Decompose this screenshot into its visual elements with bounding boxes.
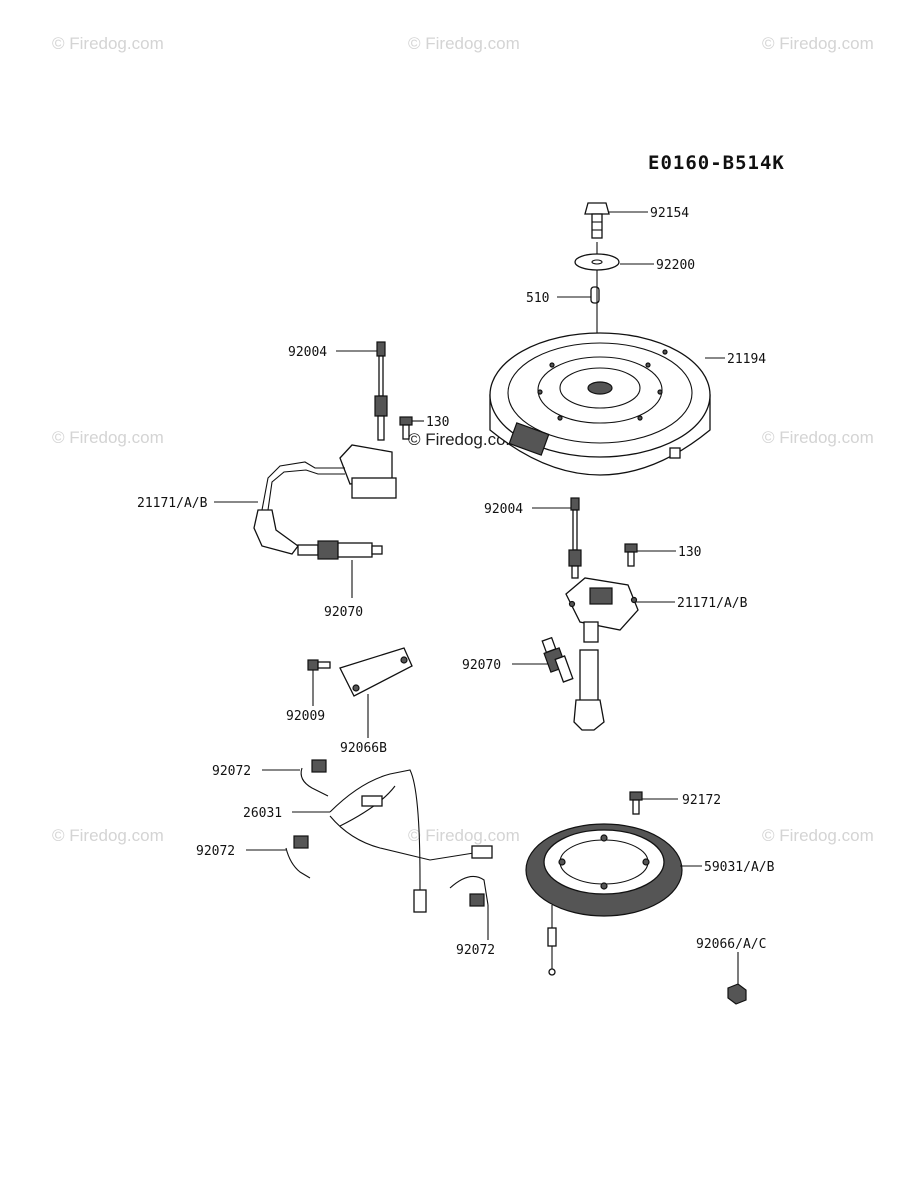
label-130-mid: 130 [678,545,701,560]
label-92072-b: 92072 [196,844,235,859]
bolt-92004-top[interactable] [374,341,388,441]
label-92072-c: 92072 [456,943,495,958]
label-21194: 21194 [727,352,766,367]
ignition-coil-right[interactable] [565,577,639,731]
label-130-top: 130 [426,415,449,430]
watermark: © Firedog.com [762,34,874,53]
leader-lines [214,211,739,984]
watermark: © Firedog.com [52,34,164,53]
label-92070-right: 92070 [462,658,501,673]
screw-130-top[interactable] [399,416,413,440]
watermark-center: © Firedog.com [408,430,520,449]
watermark: © Firedog.com [408,826,520,845]
clamp-92072-a[interactable] [300,759,329,797]
bolt-92004-mid[interactable] [568,497,582,579]
label-92066: 92066/A/C [696,937,766,952]
watermark: © Firedog.com [762,826,874,845]
stator-59031[interactable] [525,823,683,976]
clamp-92072-c[interactable] [449,875,489,907]
clamp-92072-b[interactable] [285,835,311,879]
label-92200: 92200 [656,258,695,273]
spark-plug-92070-left[interactable] [297,540,383,560]
label-92004-mid: 92004 [484,502,523,517]
label-92009: 92009 [286,709,325,724]
label-92172: 92172 [682,793,721,808]
label-21171-left: 21171/A/B [137,496,208,511]
plate-92066B[interactable] [339,647,413,697]
nut-92066[interactable] [727,983,747,1005]
label-92066B: 92066B [340,741,387,756]
diagram-code: E0160-B514K [648,152,785,174]
key-510[interactable] [590,286,600,304]
label-59031: 59031/A/B [704,860,775,875]
screw-130-mid[interactable] [624,543,638,567]
bolt-92154[interactable] [584,202,610,239]
label-21171-right: 21171/A/B [677,596,748,611]
label-92004-top: 92004 [288,345,327,360]
label-92154: 92154 [650,206,689,221]
label-26031: 26031 [243,806,282,821]
screw-92172[interactable] [629,791,643,815]
watermark: © Firedog.com [52,826,164,845]
label-510: 510 [526,291,549,306]
watermark: © Firedog.com [52,428,164,447]
screw-92009[interactable] [307,659,331,671]
ignition-coil-left[interactable] [253,444,397,555]
flywheel-21194[interactable] [489,332,711,476]
label-92072-a: 92072 [212,764,251,779]
spark-plug-92070-right[interactable] [541,636,574,683]
wire-harness-26031[interactable] [329,769,493,913]
washer-92200[interactable] [574,253,620,271]
label-92070-left: 92070 [324,605,363,620]
watermark: © Firedog.com [762,428,874,447]
watermark: © Firedog.com [408,34,520,53]
